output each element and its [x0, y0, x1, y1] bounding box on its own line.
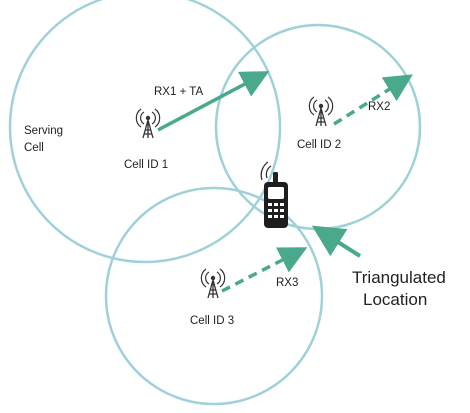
location-arrow	[311, 225, 362, 258]
serving-cell-circle	[8, 0, 282, 264]
rx1-label: RX1 + TA	[154, 86, 203, 98]
cell-id-2-label: Cell ID 2	[297, 139, 341, 151]
cell-2-circle	[214, 23, 422, 231]
rx2-arrow	[333, 74, 413, 126]
cell-tower-icon	[200, 268, 226, 299]
cell-3-circle	[104, 186, 324, 406]
cell-id-1-label: Cell ID 1	[124, 159, 168, 171]
cell-tower-icon	[308, 96, 334, 127]
triangulated-label-line2: Location	[363, 290, 427, 309]
rx3-label: RX3	[276, 277, 298, 289]
rx1-arrow	[157, 71, 270, 132]
rx2-label: RX2	[368, 101, 390, 113]
serving-cell-label-line2: Cell	[24, 142, 44, 154]
triangulated-label-line1: Triangulated	[352, 268, 446, 287]
serving-cell-label-line1: Serving	[24, 125, 63, 137]
mobile-phone-icon	[260, 161, 288, 228]
cell-tower-icon	[135, 108, 161, 139]
cell-id-3-label: Cell ID 3	[190, 315, 234, 327]
